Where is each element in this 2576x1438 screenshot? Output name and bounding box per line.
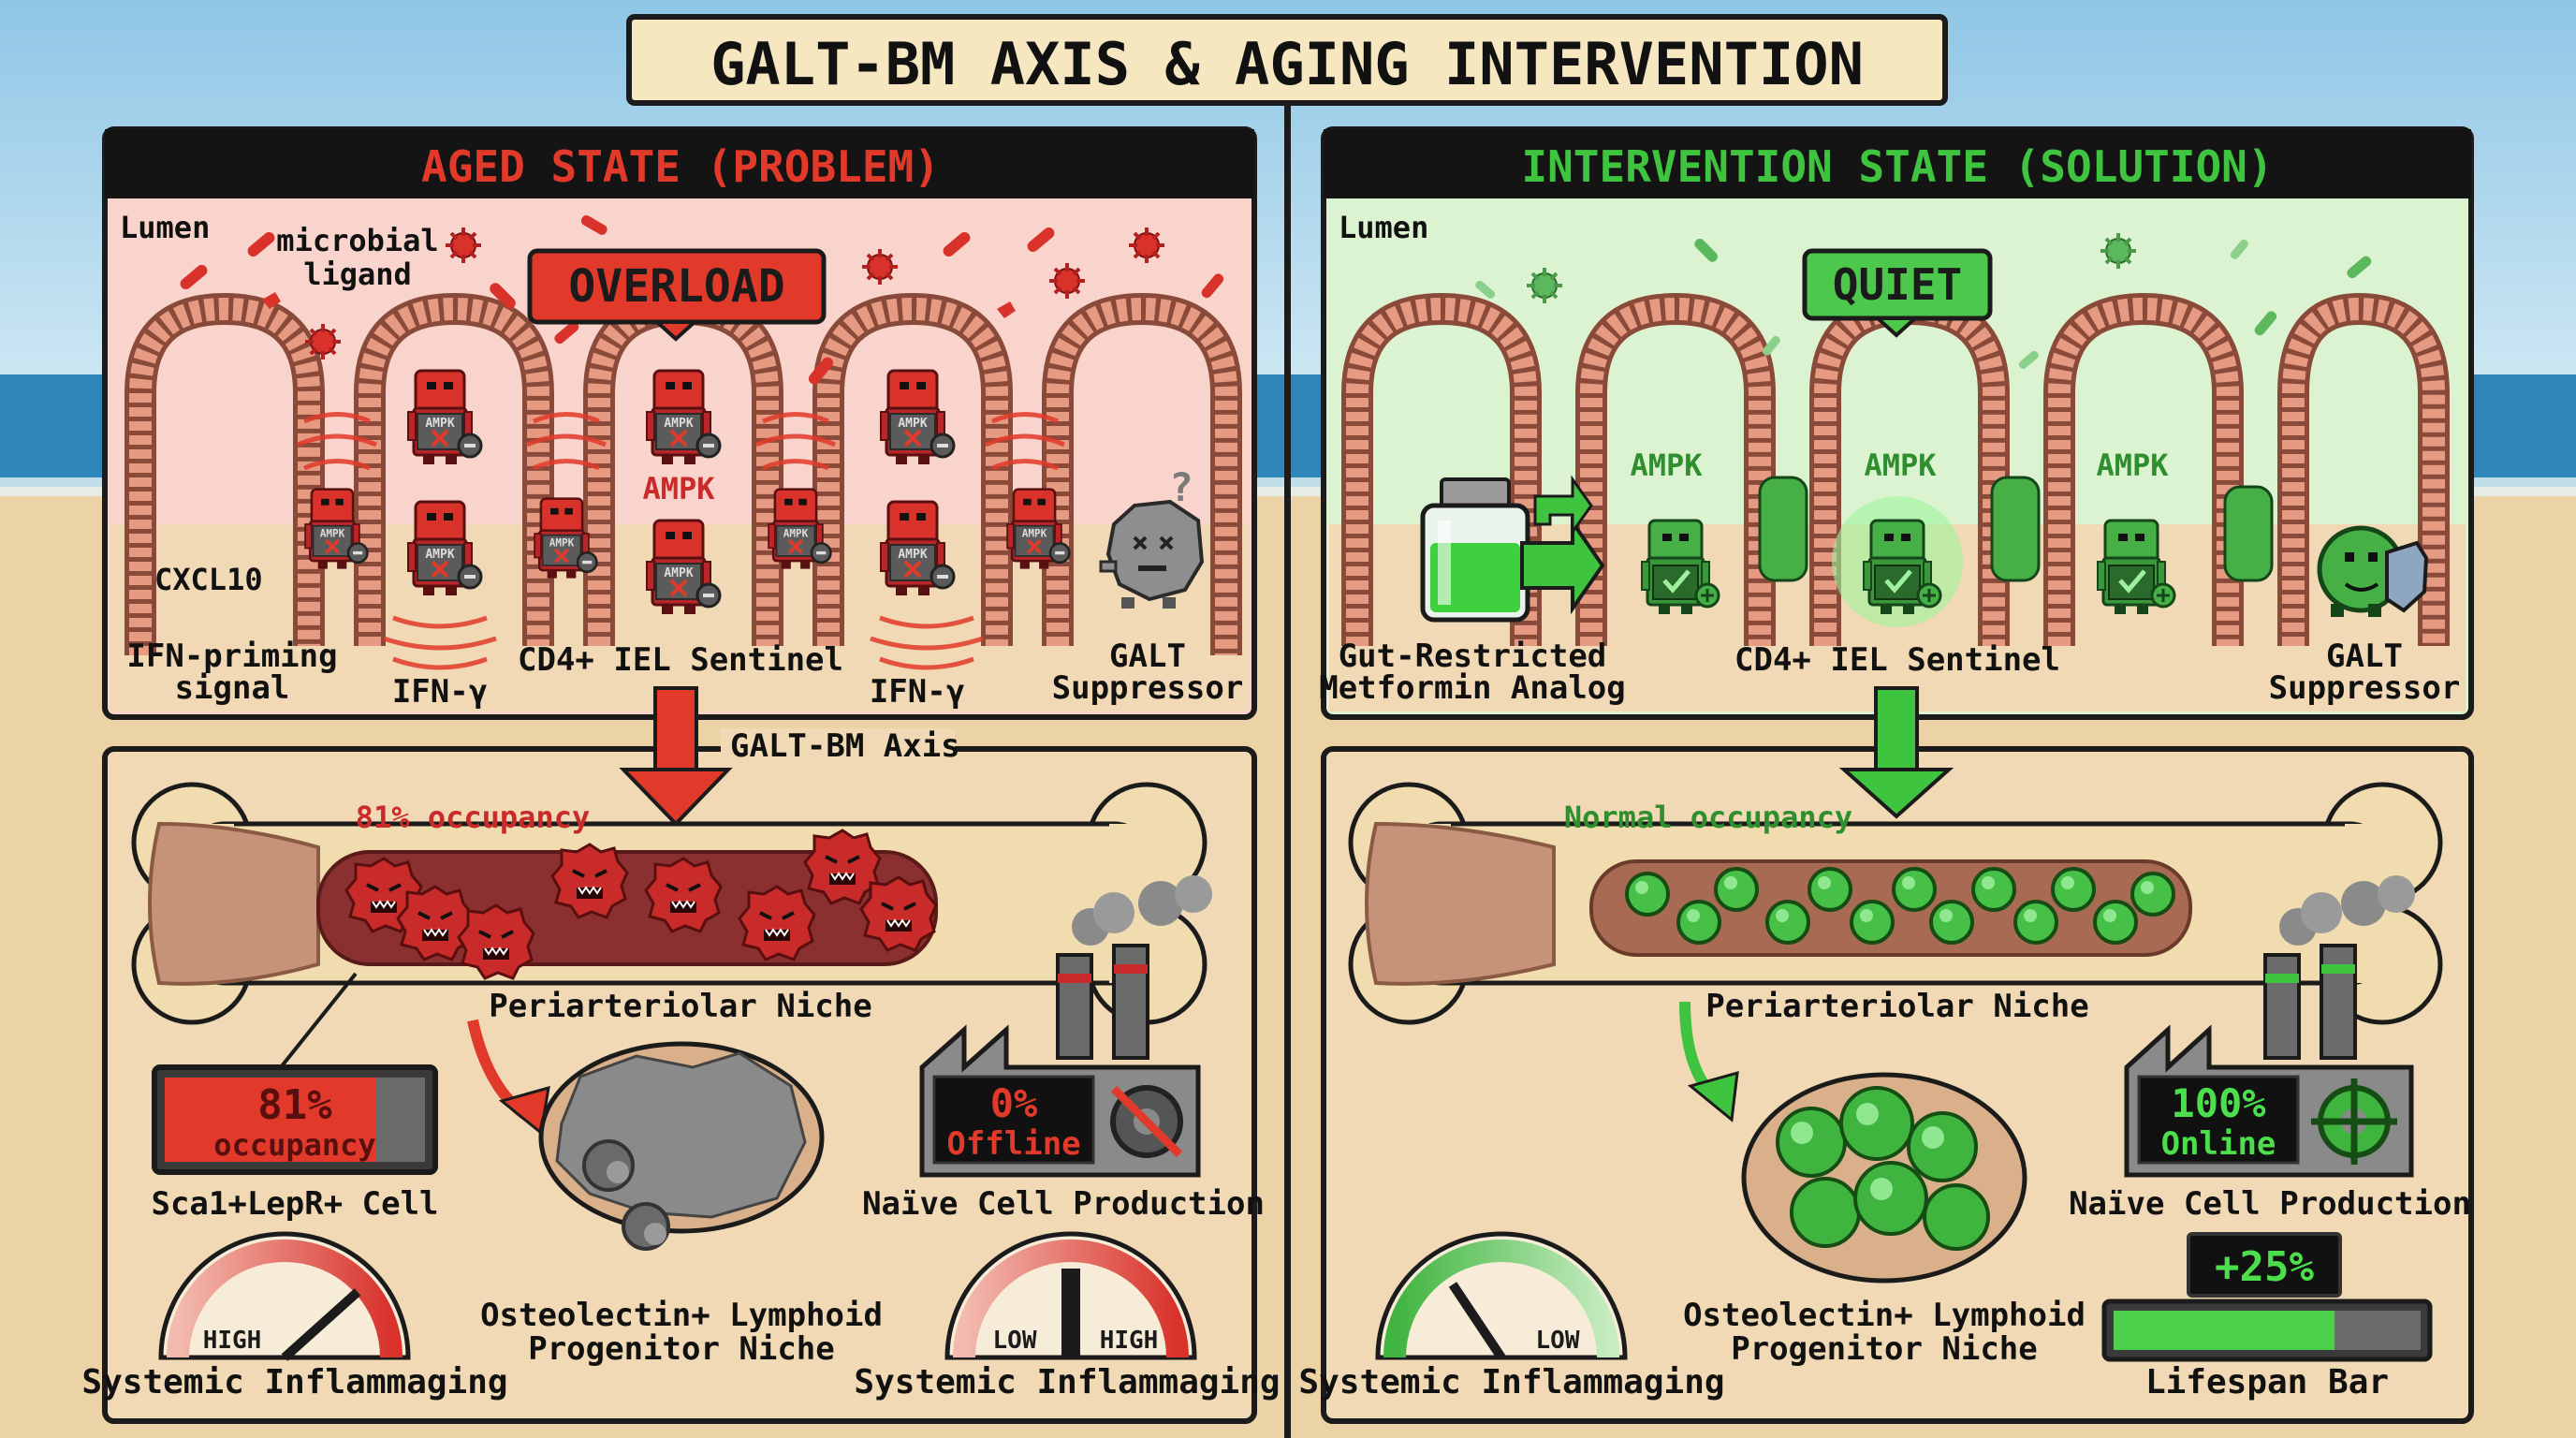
aged-sentinel-label: CD4+ IEL Sentinel [518,641,843,679]
question-mark: ? [1169,464,1193,510]
intervention-galt-suppressor-icon [2317,525,2429,617]
gauge-left-tag: HIGH [203,1327,262,1355]
intervention-galt-label-2: Suppressor [2269,669,2461,707]
aged-meter-text: occupancy [213,1127,375,1163]
aged-occupancy-meter: 81% occupancy [152,1064,438,1175]
aged-factory-value: 0% [990,1080,1038,1126]
intervention-sentinel-label: CD4+ IEL Sentinel [1734,641,2060,679]
intervention-header: INTERVENTION STATE (SOLUTION) [1521,141,2273,192]
ifn-gamma-right-label: IFN-γ [870,673,965,711]
aged-progenitor-niche [538,1041,825,1251]
aged-bone-panel: GALT-BM Axis 81% occupancy Periarteriola… [81,686,1281,1424]
aged-galt-suppressor-icon [1099,499,1205,609]
aged-naive-label: Naïve Cell Production [862,1185,1265,1223]
aged-factory: 0% Offline [919,875,1212,1178]
gauge-right-high: HIGH [1100,1327,1159,1355]
ampk-label-2: AMPK [1864,448,1937,483]
intervention-gut-panel: INTERVENTION STATE (SOLUTION) [1319,126,2474,720]
intervention-gauge-tag: LOW [1536,1327,1580,1355]
intervention-galt-label-1: GALT [2326,638,2403,675]
cxcl10-label: CXCL10 [154,562,263,597]
drug-label-1: Gut-Restricted [1339,638,1607,675]
intervention-axis-arrow [1838,686,1954,819]
lifespan-bar: +25% [2101,1232,2433,1362]
intervention-gauge-label: Systemic Inflammaging [1298,1363,1724,1401]
intervention-factory-status: Online [2161,1125,2276,1163]
aged-galt-label-1: GALT [1109,638,1186,675]
aged-lumen-label: Lumen [120,210,210,245]
aged-progenitor-label-2: Progenitor Niche [528,1330,835,1368]
ifn-gamma-left-label: IFN-γ [392,673,488,711]
microbial-ligand-label-2: ligand [303,257,412,292]
aged-axis-arrow [619,686,733,827]
aged-factory-status: Offline [946,1125,1080,1163]
aged-header: AGED STATE (PROBLEM) [421,141,940,192]
intervention-progenitor-niche [1741,1072,2027,1284]
aged-gut-panel: AGED STATE (PROBLEM) [102,126,1257,720]
aged-progenitor-label-1: Osteolectin+ Lymphoid [480,1297,883,1334]
aged-ampk-label: AMPK [642,471,715,506]
intervention-progenitor-label-1: Osteolectin+ Lymphoid [1683,1297,2086,1334]
aged-meter-value: 81% [257,1081,332,1129]
intervention-bone-panel: Normal occupancy Periarteriolar Niche Os… [1298,686,2474,1424]
aged-galt-label-2: Suppressor [1052,669,1244,707]
microbial-ligand-label-1: microbial [276,223,438,258]
intervention-gauge: LOW [1375,1231,1628,1360]
drug-label-2: Metformin Analog [1319,669,1626,707]
metformin-bottle-icon [1420,477,1530,623]
activation-arrow [1520,475,1605,615]
sca-label: Sca1+LepR+ Cell [151,1185,438,1223]
aged-gauge-left: HIGH [158,1231,411,1361]
gauge-right-low: LOW [993,1327,1037,1355]
intervention-factory: 100% Online [2124,875,2415,1178]
intervention-factory-value: 100% [2171,1080,2265,1126]
gauge-right-label: Systemic Inflammaging [854,1363,1280,1401]
center-divider [1284,103,1291,1438]
normal-occupancy-label: Normal occupancy [1564,800,1852,835]
intervention-sentinel-cells [1642,476,2274,627]
ampk-label-1: AMPK [1630,448,1703,483]
intervention-progenitor-label-2: Progenitor Niche [1731,1330,2038,1368]
lifespan-label: Lifespan Bar [2145,1363,2389,1401]
ifn-priming-label-2: signal [175,669,290,707]
lifespan-value: +25% [2215,1243,2314,1291]
intervention-lumen-label: Lumen [1339,210,1428,245]
overload-label: OVERLOAD [568,260,784,313]
ifn-priming-label-1: IFN-priming [126,638,337,675]
intervention-naive-label: Naïve Cell Production [2069,1185,2471,1223]
main-title: GALT-BM AXIS & AGING INTERVENTION [710,30,1864,98]
aged-occupancy-label: 81% occupancy [356,800,590,835]
intervention-niche-label: Periarteriolar Niche [1705,988,2088,1025]
axis-label: GALT-BM Axis [730,727,960,765]
aged-niche-label: Periarteriolar Niche [489,988,871,1025]
ampk-label-3: AMPK [2096,448,2169,483]
gauge-left-label: Systemic Inflammaging [81,1363,507,1401]
quiet-label: QUIET [1833,259,1962,310]
aged-gauge-right: LOW HIGH [944,1231,1197,1360]
